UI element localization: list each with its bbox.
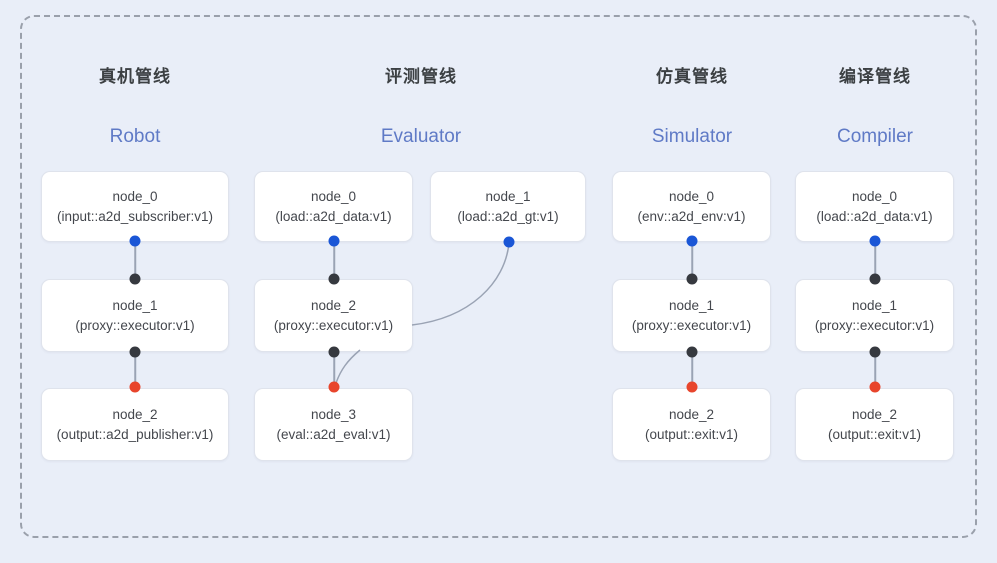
- node-id: node_0: [668, 188, 715, 204]
- port-input-simulator-0[interactable]: [686, 235, 698, 247]
- port-output-robot-2[interactable]: [129, 381, 141, 393]
- node-id: node_2: [851, 406, 898, 422]
- node-type: (output::exit:v1): [644, 426, 739, 442]
- port-out-evaluator-2[interactable]: [328, 346, 340, 358]
- node-evaluator-2[interactable]: node_2 (proxy::executor:v1): [254, 279, 413, 352]
- port-in-compiler-1[interactable]: [869, 273, 881, 285]
- edge-compiler-0-1: [874, 241, 876, 279]
- column-title-cn-compiler: 编译管线: [839, 67, 911, 86]
- edge-evaluator-2-3: [333, 352, 335, 387]
- dashed-group-boundary: [20, 15, 977, 538]
- column-title-en-evaluator: Evaluator: [380, 126, 462, 147]
- node-type: (proxy::executor:v1): [75, 317, 195, 333]
- column-header-simulator: 仿真管线 Simulator: [592, 66, 792, 149]
- port-input-evaluator-0[interactable]: [328, 235, 340, 247]
- port-input-evaluator-1-gt[interactable]: [503, 236, 515, 248]
- column-title-cn-evaluator: 评测管线: [385, 67, 457, 86]
- node-robot-2[interactable]: node_2 (output::a2d_publisher:v1): [41, 388, 229, 461]
- node-id: node_2: [668, 406, 715, 422]
- node-type: (proxy::executor:v1): [631, 317, 752, 333]
- node-type: (load::a2d_gt:v1): [457, 208, 559, 224]
- node-id: node_2: [112, 406, 158, 422]
- edge-robot-0-1: [134, 241, 136, 279]
- column-title-cn-robot: 真机管线: [99, 67, 171, 86]
- node-simulator-0[interactable]: node_0 (env::a2d_env:v1): [612, 171, 771, 242]
- column-header-robot: 真机管线 Robot: [35, 66, 235, 149]
- port-in-robot-1[interactable]: [129, 273, 141, 285]
- port-output-simulator-2[interactable]: [686, 381, 698, 393]
- edge-compiler-1-2: [874, 352, 876, 387]
- node-id: node_2: [310, 297, 357, 313]
- node-compiler-1[interactable]: node_1 (proxy::executor:v1): [795, 279, 954, 352]
- column-header-compiler: 编译管线 Compiler: [775, 66, 975, 149]
- port-input-compiler-0[interactable]: [869, 235, 881, 247]
- column-title-cn-simulator: 仿真管线: [656, 67, 728, 86]
- port-in-simulator-1[interactable]: [686, 273, 698, 285]
- node-compiler-2[interactable]: node_2 (output::exit:v1): [795, 388, 954, 461]
- column-title-en-simulator: Simulator: [651, 126, 733, 147]
- node-type: (eval::a2d_eval:v1): [276, 426, 391, 442]
- column-header-evaluator: 评测管线 Evaluator: [321, 66, 521, 149]
- node-type: (env::a2d_env:v1): [637, 208, 746, 224]
- port-output-evaluator-3[interactable]: [328, 381, 340, 393]
- node-robot-1[interactable]: node_1 (proxy::executor:v1): [41, 279, 229, 352]
- port-in-evaluator-2[interactable]: [328, 273, 340, 285]
- node-simulator-1[interactable]: node_1 (proxy::executor:v1): [612, 279, 771, 352]
- node-evaluator-3[interactable]: node_3 (eval::a2d_eval:v1): [254, 388, 413, 461]
- port-out-robot-1[interactable]: [129, 346, 141, 358]
- port-out-simulator-1[interactable]: [686, 346, 698, 358]
- node-compiler-0[interactable]: node_0 (load::a2d_data:v1): [795, 171, 954, 242]
- node-simulator-2[interactable]: node_2 (output::exit:v1): [612, 388, 771, 461]
- port-out-compiler-1[interactable]: [869, 346, 881, 358]
- node-id: node_1: [851, 297, 898, 313]
- node-id: node_1: [668, 297, 715, 313]
- node-robot-0[interactable]: node_0 (input::a2d_subscriber:v1): [41, 171, 229, 242]
- node-type: (load::a2d_data:v1): [275, 208, 392, 224]
- edge-evaluator-0-2: [333, 241, 335, 279]
- node-id: node_0: [310, 188, 357, 204]
- node-evaluator-1-gt[interactable]: node_1 (load::a2d_gt:v1): [430, 171, 586, 242]
- node-id: node_0: [851, 188, 898, 204]
- node-type: (output::a2d_publisher:v1): [56, 426, 214, 442]
- edge-robot-1-2: [134, 352, 136, 387]
- node-evaluator-0[interactable]: node_0 (load::a2d_data:v1): [254, 171, 413, 242]
- column-title-en-robot: Robot: [109, 126, 161, 147]
- port-output-compiler-2[interactable]: [869, 381, 881, 393]
- node-id: node_1: [485, 188, 531, 204]
- node-type: (proxy::executor:v1): [814, 317, 935, 333]
- edge-simulator-1-2: [691, 352, 693, 387]
- node-type: (input::a2d_subscriber:v1): [56, 208, 214, 224]
- node-type: (proxy::executor:v1): [273, 317, 394, 333]
- edge-simulator-0-1: [691, 241, 693, 279]
- node-id: node_0: [112, 188, 158, 204]
- column-title-en-compiler: Compiler: [836, 126, 914, 147]
- node-id: node_1: [112, 297, 158, 313]
- node-id: node_3: [310, 406, 357, 422]
- node-type: (load::a2d_data:v1): [816, 208, 933, 224]
- port-input-robot-0[interactable]: [129, 235, 141, 247]
- node-type: (output::exit:v1): [827, 426, 922, 442]
